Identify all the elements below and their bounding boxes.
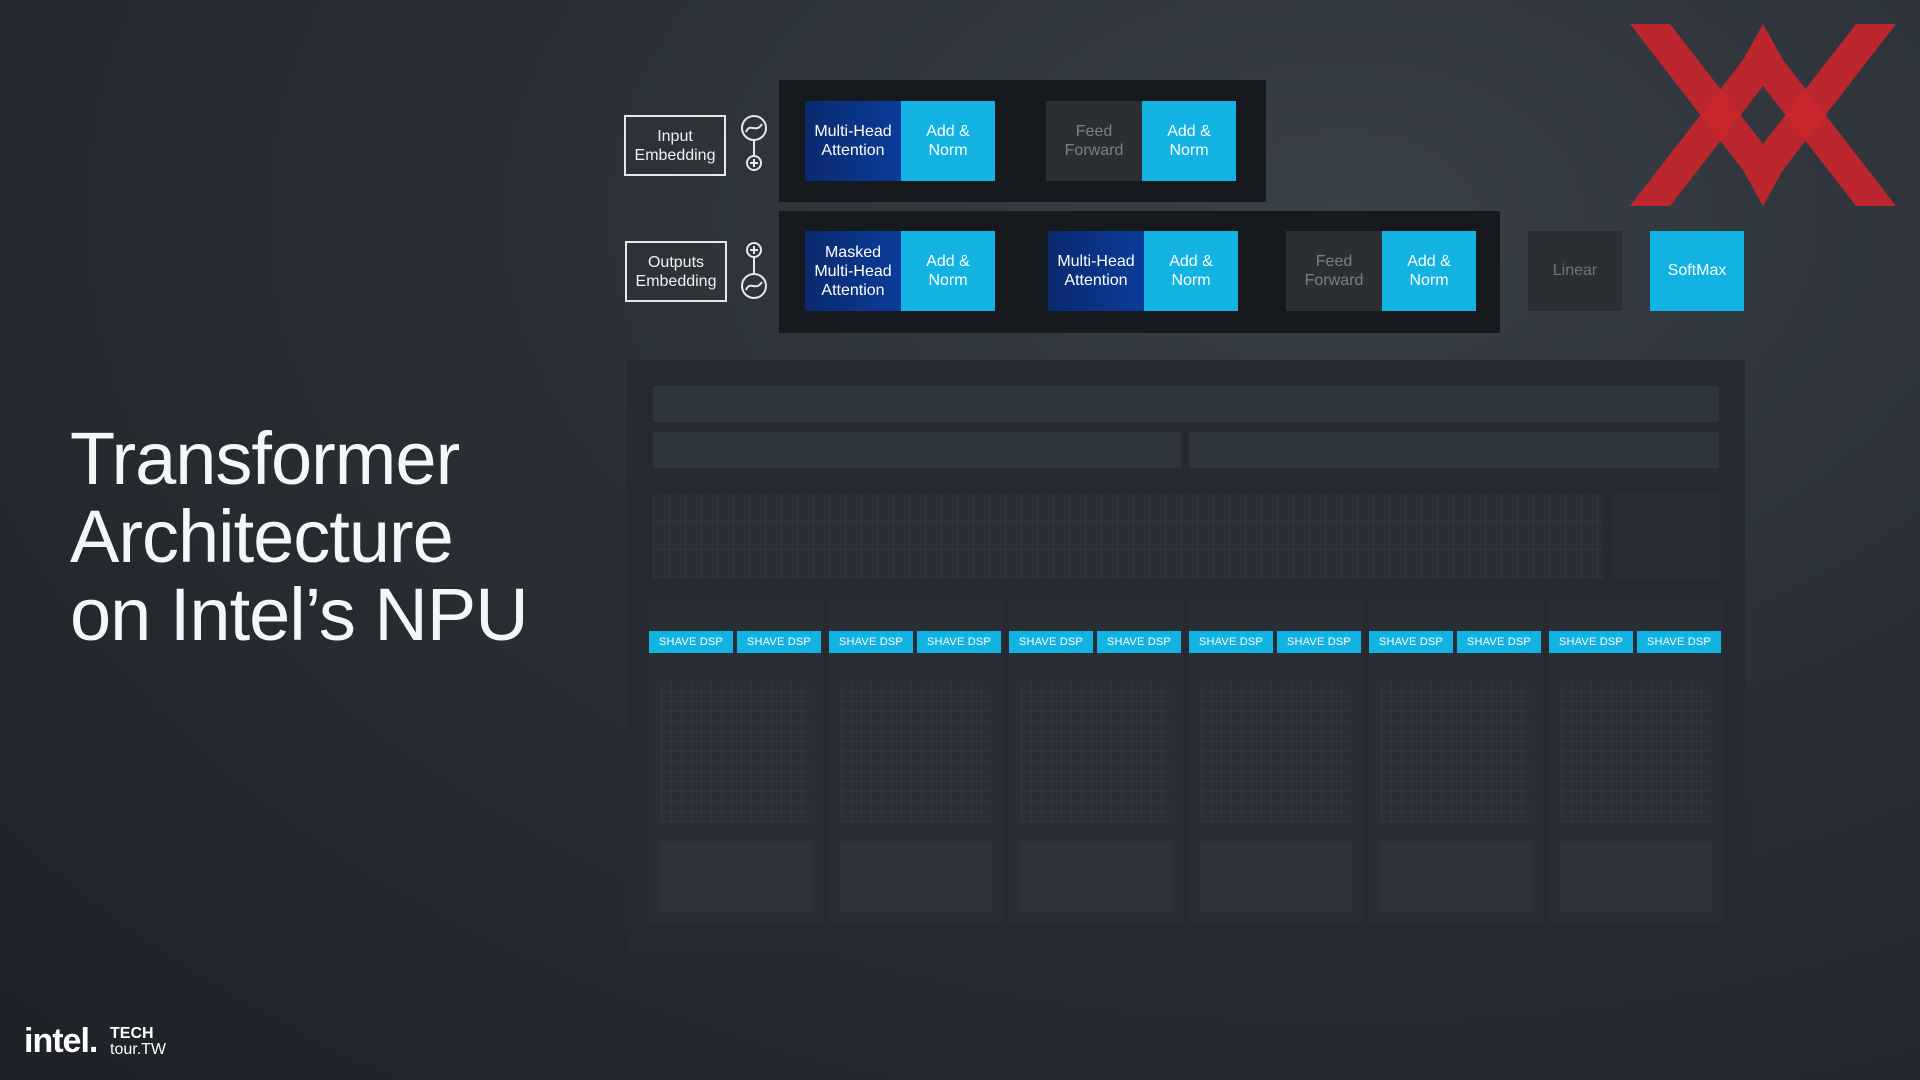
npu-tile bbox=[1369, 600, 1543, 922]
tile-mac-array bbox=[841, 682, 991, 822]
decoder-addnorm1-l2: Norm bbox=[928, 272, 968, 289]
npu-tile bbox=[1189, 600, 1363, 922]
input-embedding-line-1: Input bbox=[657, 127, 693, 145]
shave-dsp: SHAVE DSP bbox=[1369, 631, 1453, 653]
encoder-add-norm-2: Add & Norm bbox=[1142, 101, 1236, 181]
decoder-masked-l3: Attention bbox=[821, 281, 885, 299]
input-embedding-line-2: Embedding bbox=[634, 146, 716, 164]
npu-tile bbox=[649, 600, 823, 922]
encoder-addnorm2-l1: Add & bbox=[1167, 123, 1211, 140]
tech-tour-line-2: tour.TW bbox=[110, 1041, 167, 1058]
decoder-addnorm3-l1: Add & bbox=[1407, 253, 1451, 270]
shave-dsp: SHAVE DSP bbox=[1637, 631, 1721, 653]
outputs-embedding-line-1: Outputs bbox=[647, 253, 705, 271]
outputs-embedding-line-2: Embedding bbox=[635, 272, 717, 290]
title-line-3: on Intel’s NPU bbox=[70, 573, 529, 656]
chip-dma-bar bbox=[1189, 432, 1719, 468]
tile-footer bbox=[1381, 842, 1531, 912]
npu-chip-diagram bbox=[627, 360, 1745, 952]
watermark-logo bbox=[1630, 24, 1896, 206]
encoder-attn-l2: Attention bbox=[821, 142, 885, 159]
npu-tile bbox=[829, 600, 1003, 922]
decoder-add-norm-2: Add & Norm bbox=[1144, 231, 1238, 311]
linear-block: Linear bbox=[1528, 231, 1622, 311]
npu-tile bbox=[1549, 600, 1723, 922]
encoder-addnorm1-l1: Add & bbox=[926, 123, 970, 140]
tile-footer bbox=[661, 842, 811, 912]
decoder-addnorm2-l1: Add & bbox=[1169, 253, 1213, 270]
encoder-add-norm-1: Add & Norm bbox=[901, 101, 995, 181]
decoder-addnorm3-l2: Norm bbox=[1409, 272, 1449, 289]
npu-tile bbox=[1009, 600, 1183, 922]
tile-mac-array bbox=[1381, 682, 1531, 822]
tile-mac-array bbox=[661, 682, 811, 822]
outputs-embedding: Outputs Embedding bbox=[625, 241, 727, 302]
shave-dsp: SHAVE DSP bbox=[917, 631, 1001, 653]
encoder-ff-l2: Forward bbox=[1064, 142, 1124, 159]
chip-mmu-bar bbox=[653, 432, 1181, 468]
tile-footer bbox=[1561, 842, 1711, 912]
tile-mac-array bbox=[1021, 682, 1171, 822]
encoder-addnorm1-l2: Norm bbox=[928, 142, 968, 159]
tile-footer bbox=[841, 842, 991, 912]
shave-dsp: SHAVE DSP bbox=[829, 631, 913, 653]
tile-mac-array bbox=[1561, 682, 1711, 822]
chip-l2-block bbox=[1613, 494, 1719, 578]
decoder-masked-l1: Masked bbox=[824, 243, 881, 261]
title-line-2: Architecture bbox=[70, 495, 454, 578]
shave-dsp: SHAVE DSP bbox=[1277, 631, 1361, 653]
shave-dsp: SHAVE DSP bbox=[1009, 631, 1093, 653]
tile-mac-array bbox=[1201, 682, 1351, 822]
chip-scratchpad-grid bbox=[653, 494, 1603, 578]
tech-tour-logo: TECH tour.TW bbox=[110, 1026, 166, 1058]
tech-tour-line-1: TECH bbox=[110, 1025, 154, 1042]
page-title: Transformer Architecture on Intel’s NPU bbox=[70, 417, 529, 656]
encoder-attn-l1: Multi-Head bbox=[814, 123, 892, 140]
input-embedding: Input Embedding bbox=[624, 115, 726, 176]
decoder-attn-l2: Attention bbox=[1064, 272, 1128, 289]
shave-dsp: SHAVE DSP bbox=[1549, 631, 1633, 653]
title-line-1: Transformer bbox=[70, 417, 460, 500]
intel-logo: intel. bbox=[24, 1022, 98, 1060]
tile-footer bbox=[1201, 842, 1351, 912]
encoder-addnorm2-l2: Norm bbox=[1169, 142, 1209, 159]
shave-dsp: SHAVE DSP bbox=[649, 631, 733, 653]
shave-dsp: SHAVE DSP bbox=[1189, 631, 1273, 653]
tile-footer bbox=[1021, 842, 1171, 912]
positional-encoding-icon bbox=[741, 242, 767, 299]
decoder-masked-l2: Multi-Head bbox=[814, 262, 892, 280]
encoder-ff-l1: Feed bbox=[1075, 123, 1113, 140]
decoder-add-norm-1: Add & Norm bbox=[901, 231, 995, 311]
shave-dsp-row: SHAVE DSP SHAVE DSP SHAVE DSP SHAVE DSP … bbox=[649, 631, 1725, 653]
decoder-addnorm1-l1: Add & bbox=[926, 253, 970, 270]
shave-dsp: SHAVE DSP bbox=[737, 631, 821, 653]
softmax-block: SoftMax bbox=[1650, 231, 1744, 311]
decoder-ff-l2: Forward bbox=[1304, 272, 1364, 289]
shave-dsp: SHAVE DSP bbox=[1097, 631, 1181, 653]
positional-encoding-icon bbox=[741, 115, 767, 171]
decoder-ff-l1: Feed bbox=[1315, 253, 1353, 270]
shave-dsp: SHAVE DSP bbox=[1457, 631, 1541, 653]
chip-top-bar bbox=[653, 386, 1719, 422]
decoder-addnorm2-l2: Norm bbox=[1171, 272, 1211, 289]
decoder-add-norm-3: Add & Norm bbox=[1382, 231, 1476, 311]
decoder-attn-l1: Multi-Head bbox=[1057, 253, 1135, 270]
